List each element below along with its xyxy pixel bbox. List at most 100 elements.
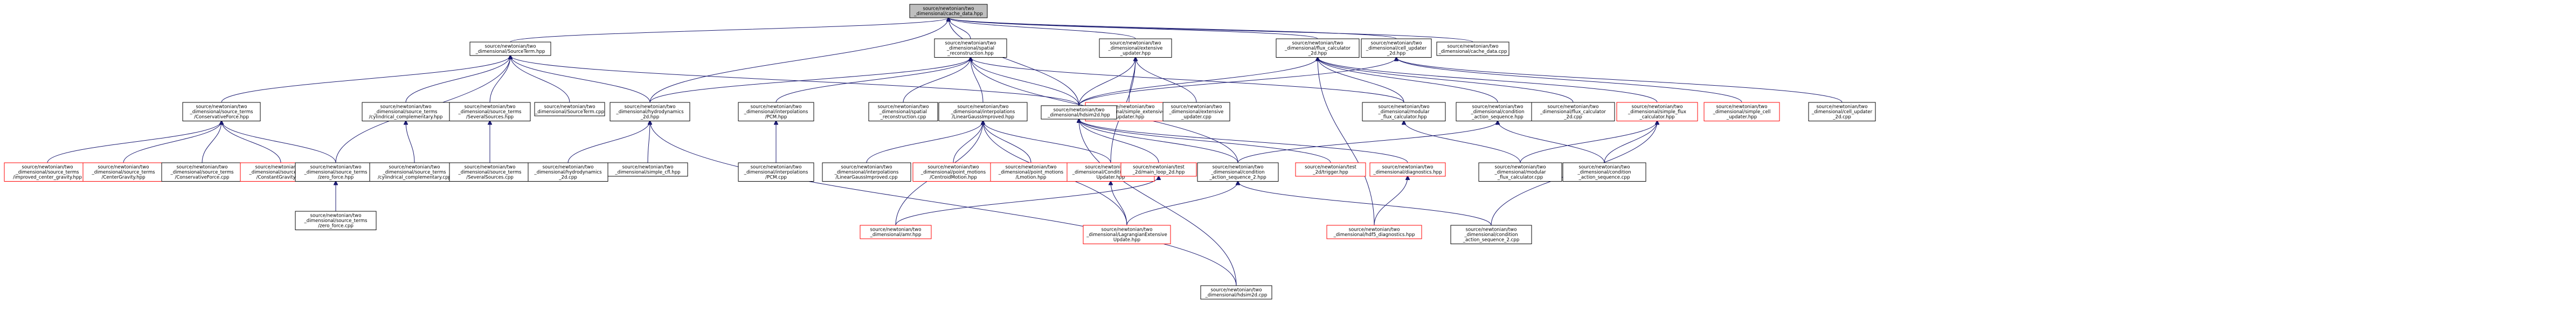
node-box: [295, 162, 377, 182]
node-cellupd[interactable]: source/newtonian/two_dimensional/cell_up…: [1361, 38, 1432, 58]
node-extensive[interactable]: source/newtonian/two_dimensional/extensi…: [1099, 38, 1172, 58]
node-cylcompcpp[interactable]: source/newtonian/two_dimensional/source_…: [369, 162, 460, 182]
node-box: [369, 162, 460, 182]
node-label-line: _2d.hpp: [1308, 51, 1327, 57]
edge-constgrav-to-consforce: [221, 121, 281, 163]
node-spatial[interactable]: source/newtonian/two_dimensional/spatial…: [934, 38, 1007, 58]
edge-sevsrc-to-sourceterm: [489, 56, 510, 103]
node-label-line: _dimensional/cache_data.cpp: [1438, 49, 1507, 54]
node-condseq2cpp[interactable]: source/newtonian/two_dimensional/conditi…: [1450, 225, 1532, 244]
node-label-line: source/newtonian/two: [1382, 165, 1434, 170]
node-pcm[interactable]: source/newtonian/two_dimensional/interpo…: [738, 102, 814, 121]
node-box: [738, 102, 814, 121]
node-spatialcpp[interactable]: source/newtonian/two_dimensional/spatial…: [868, 102, 938, 121]
node-label-line: _updater.cpp: [1181, 115, 1211, 120]
node-label-line: /Lmotion.hpp: [1016, 175, 1047, 181]
node-box: [1456, 102, 1540, 121]
node-hydro2d[interactable]: source/newtonian/two_dimensional/hydrody…: [610, 102, 690, 121]
node-cylcomp[interactable]: source/newtonian/two_dimensional/source_…: [362, 102, 450, 121]
node-condseq[interactable]: source/newtonian/two_dimensional/conditi…: [1456, 102, 1540, 121]
node-consforce[interactable]: source/newtonian/two_dimensional/source_…: [182, 102, 261, 121]
node-label-line: _flux_calculator.hpp: [1380, 115, 1427, 120]
node-fluxcpp[interactable]: source/newtonian/two_dimensional/flux_ca…: [1531, 102, 1615, 121]
node-zeroforce[interactable]: source/newtonian/two_dimensional/source_…: [295, 162, 377, 182]
edge-condext-to-lgi: [983, 121, 1111, 163]
node-lagr[interactable]: source/newtonian/two_dimensional/Lagrang…: [1083, 225, 1171, 244]
edge-consforce-to-sourceterm: [221, 56, 510, 103]
node-lgicpp[interactable]: source/newtonian/two_dimensional/interpo…: [822, 162, 911, 182]
node-centroid[interactable]: source/newtonian/two_dimensional/point_m…: [912, 162, 994, 182]
node-box: [182, 102, 261, 121]
node-label-line: _dimensional/cell_updater: [1811, 109, 1873, 115]
node-box: [938, 102, 1028, 121]
node-extcpp[interactable]: source/newtonian/two_dimensional/extensi…: [1162, 102, 1230, 121]
node-label-line: /PCM.cpp: [765, 175, 787, 181]
node-sourceterm[interactable]: source/newtonian/two_dimensional/SourceT…: [469, 42, 551, 56]
node-box: [1531, 102, 1615, 121]
edge-hdsim-to-extensive: [1078, 58, 1135, 106]
node-modflux[interactable]: source/newtonian/two_dimensional/modular…: [1362, 102, 1446, 121]
edge-simplecfl-to-hydro2d: [647, 121, 650, 163]
node-label-line: source/newtonian/two: [1085, 165, 1137, 170]
node-root[interactable]: source/newtonian/two_dimensional/cache_d…: [909, 4, 988, 18]
node-cachecpp[interactable]: source/newtonian/two_dimensional/cache_d…: [1436, 42, 1509, 56]
edge-layer: [47, 18, 1843, 286]
node-cellcpp[interactable]: source/newtonian/two_dimensional/cell_up…: [1808, 102, 1876, 121]
node-condseq2[interactable]: source/newtonian/two_dimensional/conditi…: [1197, 162, 1279, 182]
node-label-line: _dimensional/interpolations: [744, 109, 808, 115]
node-label-line: _dimensional/interpolations: [951, 109, 1015, 115]
node-condseqcpp[interactable]: source/newtonian/two_dimensional/conditi…: [1562, 162, 1646, 182]
node-box: [1041, 105, 1117, 120]
node-label-line: _dimensional/spatial: [946, 46, 994, 51]
node-diag[interactable]: source/newtonian/two_dimensional/diagnos…: [1369, 162, 1446, 177]
edge-condseqcpp-to-simpleflux: [1604, 121, 1657, 163]
edge-hdsim-to-fluxcalc: [1078, 58, 1318, 106]
node-label-line: _dimensional/LagrangianExtensive: [1086, 232, 1167, 238]
node-box: [1478, 162, 1562, 182]
node-box: [1099, 38, 1172, 58]
node-pcmcpp[interactable]: source/newtonian/two_dimensional/interpo…: [738, 162, 814, 182]
node-label-line: Updater.hpp: [1097, 175, 1125, 181]
node-impgrav[interactable]: source/newtonian/two_dimensional/source_…: [4, 162, 91, 182]
node-layer: source/newtonian/two _dimensional/cache_d…: [4, 4, 1876, 300]
node-simplecfl[interactable]: source/newtonian/two_dimensional/simple_…: [607, 162, 688, 177]
node-box: [610, 102, 690, 121]
node-hdsim[interactable]: source/newtonian/two_dimensional/hdsim2d…: [1041, 105, 1117, 120]
node-zeroforcecpp[interactable]: source/newtonian/two_dimensional/source_…: [295, 211, 377, 230]
node-simpleflux[interactable]: source/newtonian/two_dimensional/simple_…: [1616, 102, 1698, 121]
node-box: [4, 162, 91, 182]
node-fluxcalc[interactable]: source/newtonian/two_dimensional/flux_ca…: [1276, 38, 1360, 58]
node-trigger[interactable]: source/newtonian/test_2d/trigger.hpp: [1295, 162, 1366, 177]
node-consforcecpp[interactable]: source/newtonian/two_dimensional/source_…: [161, 162, 243, 182]
node-hdf5[interactable]: source/newtonian/two_dimensional/hdf5_di…: [1326, 225, 1422, 239]
node-centgrav[interactable]: source/newtonian/two_dimensional/source_…: [82, 162, 164, 182]
node-label-line: /improved_center_gravity.hpp: [13, 175, 82, 181]
node-box: [469, 42, 551, 56]
node-label-line: source/newtonian/two: [945, 41, 996, 46]
node-stcpp[interactable]: source/newtonian/two_dimensional/SourceT…: [534, 102, 605, 116]
node-label-line: source/newtonian/two: [625, 105, 676, 110]
node-label-line: source/newtonian/two: [923, 6, 974, 12]
node-label-line: _dimensional/simple_extensive: [1092, 109, 1165, 115]
node-simplecell[interactable]: source/newtonian/two_dimensional/simple_…: [1704, 102, 1780, 121]
node-label-line: /cylindrical_complementary.hpp: [369, 115, 443, 120]
node-box: [449, 102, 531, 121]
node-sevsrc[interactable]: source/newtonian/two_dimensional/source_…: [449, 102, 531, 121]
edge-impgrav-to-consforce: [47, 121, 221, 163]
node-box: [1808, 102, 1876, 121]
node-label-line: source/newtonian/two: [1006, 165, 1057, 170]
node-label-line: _2d.hpp: [640, 115, 659, 120]
node-label-line: _dimensional/spatial: [879, 109, 927, 115]
node-hydrocpp[interactable]: source/newtonian/two_dimensional/hydrody…: [528, 162, 608, 182]
node-box: [1616, 102, 1698, 121]
node-lgi[interactable]: source/newtonian/two_dimensional/interpo…: [938, 102, 1028, 121]
node-modfluxcpp[interactable]: source/newtonian/two_dimensional/modular…: [1478, 162, 1562, 182]
node-lmotion[interactable]: source/newtonian/two_dimensional/point_m…: [990, 162, 1072, 182]
node-amr[interactable]: source/newtonian/two_dimensional/amr.hpp: [860, 225, 932, 239]
node-test2d[interactable]: source/newtonian/test_2d/main_loop_2d.hp…: [1120, 162, 1197, 177]
node-hdsimcpp[interactable]: source/newtonian/two_dimensional/hdsim2d…: [1200, 285, 1272, 300]
node-label-line: /SeveralSources.hpp: [466, 115, 514, 120]
node-sevsrccpp[interactable]: source/newtonian/two_dimensional/source_…: [449, 162, 531, 182]
node-label-line: _dimensional/interpolations: [834, 170, 899, 175]
